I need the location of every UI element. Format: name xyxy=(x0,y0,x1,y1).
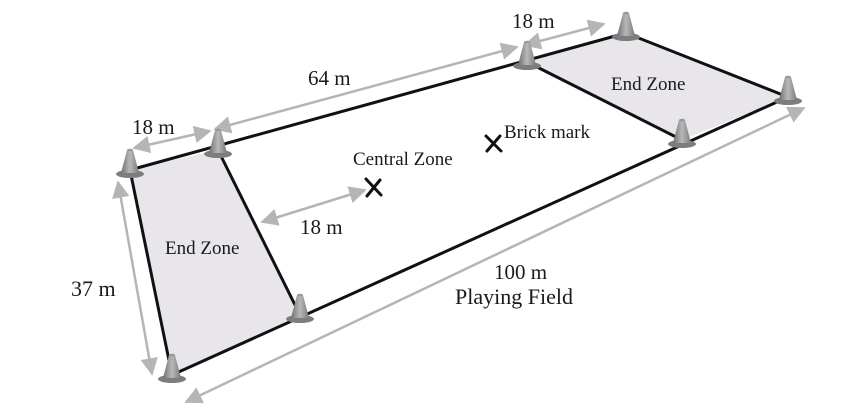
cone-icon xyxy=(774,75,802,105)
cone-icon xyxy=(286,293,314,323)
dim-arrow-37 xyxy=(112,180,158,376)
dim-arrow-64 xyxy=(213,42,519,134)
dim-arrow-18-top-right xyxy=(523,19,606,50)
playing-field-label: Playing Field xyxy=(455,284,573,309)
central-zone-label: Central Zone xyxy=(353,149,453,170)
cone-icon xyxy=(668,118,696,148)
end-zone-left-label: End Zone xyxy=(165,238,239,259)
dim-label-18-brick: 18 m xyxy=(300,215,343,239)
cone-icon xyxy=(204,128,232,158)
dim-label-100: 100 m xyxy=(494,260,547,284)
cone-icon xyxy=(116,148,144,178)
dim-arrow-100 xyxy=(184,106,806,404)
brick-mark-label: Brick mark xyxy=(504,122,591,143)
dim-label-18-top-left: 18 m xyxy=(132,115,175,139)
dim-label-64: 64 m xyxy=(308,66,351,90)
dim-label-37: 37 m xyxy=(71,276,116,301)
dim-label-18-top-right: 18 m xyxy=(512,9,555,33)
end-zone-right-label: End Zone xyxy=(611,74,685,95)
cone-icon xyxy=(513,40,541,70)
brick-mark-right-icon xyxy=(484,134,503,153)
brick-mark-left-icon xyxy=(364,177,383,198)
cone-icon xyxy=(612,11,640,41)
cone-icon xyxy=(158,353,186,383)
